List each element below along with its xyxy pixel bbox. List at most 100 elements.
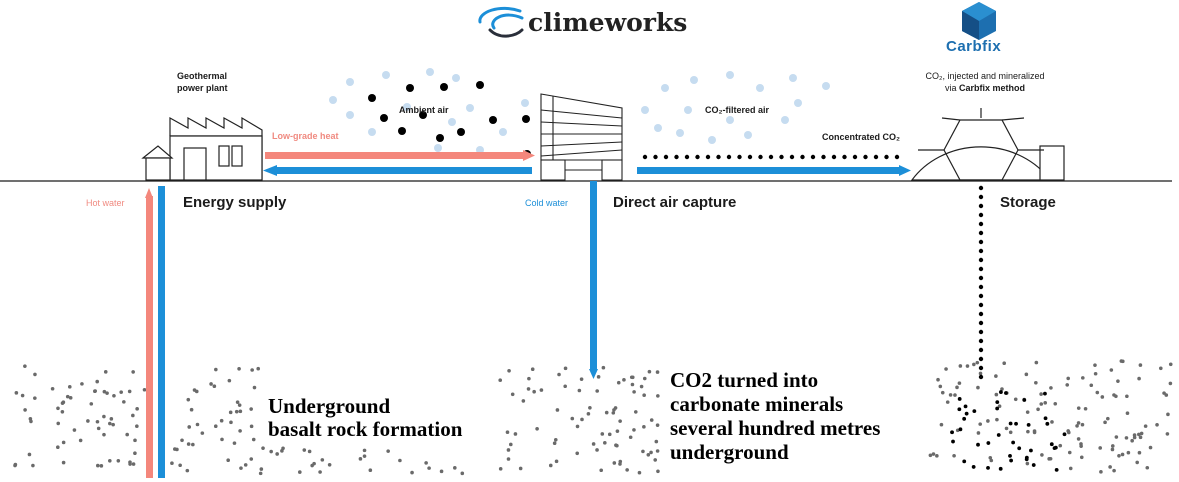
rock-dot [526, 387, 531, 391]
injection-dot [1011, 440, 1016, 445]
rock-dot [281, 446, 285, 451]
rock-dot [102, 389, 107, 394]
light-air-dot [684, 106, 692, 114]
rock-dot [251, 437, 256, 442]
rock-dot [1002, 361, 1007, 366]
rock-dot [453, 466, 457, 470]
rock-dot [229, 420, 233, 425]
injection-dot [978, 329, 984, 335]
rock-dot [563, 384, 567, 389]
co2-dot [779, 154, 784, 160]
rock-dot [125, 432, 129, 437]
co2-dot [800, 154, 805, 160]
rock-dot [102, 432, 106, 437]
rock-dot [1148, 445, 1153, 450]
rock-dot [945, 400, 950, 404]
rock-dot [948, 393, 953, 397]
rock-dot [508, 442, 513, 447]
rock-dot [275, 452, 279, 456]
rock-dot [1081, 376, 1085, 380]
rock-dot [505, 430, 510, 435]
rock-dot [1053, 401, 1058, 406]
rock-dot [939, 422, 944, 427]
rock-dot [111, 422, 115, 427]
injection-dot [978, 230, 984, 236]
rock-dot [239, 466, 243, 470]
light-air-dot [690, 76, 698, 84]
rock-dot [639, 384, 644, 389]
rock-dot [96, 463, 100, 468]
light-air-dot [726, 116, 734, 124]
rock-dot [180, 438, 184, 443]
rock-dot [994, 374, 998, 378]
rock-dot [931, 452, 936, 456]
rock-dot [953, 393, 957, 397]
rock-dot [1168, 381, 1173, 386]
light-air-dot [822, 82, 830, 90]
rock-dot [72, 428, 77, 432]
light-air-dot [756, 84, 764, 92]
co2-dot [768, 154, 774, 160]
rock-dot [60, 401, 65, 405]
dac-collector-icon [540, 93, 623, 181]
carbfix-logo: Carbfix [946, 38, 1002, 55]
light-air-dot [744, 131, 752, 139]
injection-dot [951, 439, 955, 444]
rock-dot [20, 393, 25, 398]
rock-dot [1075, 424, 1079, 428]
rock-dot [521, 399, 526, 403]
injection-dot [978, 347, 984, 353]
rock-dot [994, 392, 999, 397]
rock-dot [1008, 430, 1013, 435]
cold-water-label: Cold water [525, 198, 569, 208]
rock-dot [612, 461, 617, 465]
storage-title: Storage [1000, 194, 1056, 211]
rock-dot [249, 457, 254, 461]
co2-dot [653, 154, 658, 160]
rock-dot [1067, 450, 1072, 455]
co2-dot [737, 154, 742, 160]
rock-dot [498, 378, 503, 383]
rock-dot [1076, 421, 1081, 425]
injection-dot [995, 406, 1000, 411]
ambient-air-label: Ambient air [399, 105, 449, 115]
rock-dot [135, 407, 139, 411]
rock-dot [243, 463, 248, 467]
rock-dot [570, 416, 575, 421]
rock-dot [641, 449, 645, 454]
concentrated-co2-label: Concentrated CO₂ [822, 132, 901, 142]
injection-dot [1053, 445, 1058, 450]
rock-dot [78, 438, 83, 443]
injection-dot [1031, 463, 1036, 467]
rock-dot [591, 442, 596, 446]
rock-dot [642, 425, 646, 429]
rock-dot [647, 369, 652, 374]
rock-dot [928, 453, 933, 458]
rock-dot [67, 385, 72, 389]
injection-dot [978, 302, 984, 308]
rock-dot [628, 435, 633, 440]
air-particles [329, 68, 830, 158]
rock-dot [96, 426, 101, 431]
injection-dot [1043, 391, 1047, 396]
injection-dot [978, 365, 984, 371]
rock-dot [1093, 363, 1097, 367]
light-air-dot [781, 116, 789, 124]
injection-dot [978, 311, 984, 317]
light-air-dot [382, 71, 390, 79]
co2-dot [842, 154, 847, 160]
dark-co2-dot [436, 134, 444, 142]
rock-dot [1119, 359, 1124, 363]
injection-dot [971, 465, 976, 469]
rock-dot [23, 364, 27, 368]
rock-dot [588, 405, 592, 410]
light-air-dot [403, 103, 411, 111]
rock-dot [532, 389, 536, 394]
rock-dot [1137, 432, 1141, 437]
rock-dot [1066, 429, 1070, 433]
co2-dot [894, 154, 900, 160]
rock-dot [235, 400, 240, 404]
co2-dot [663, 154, 669, 160]
carbfix-hex-icon [962, 2, 996, 40]
